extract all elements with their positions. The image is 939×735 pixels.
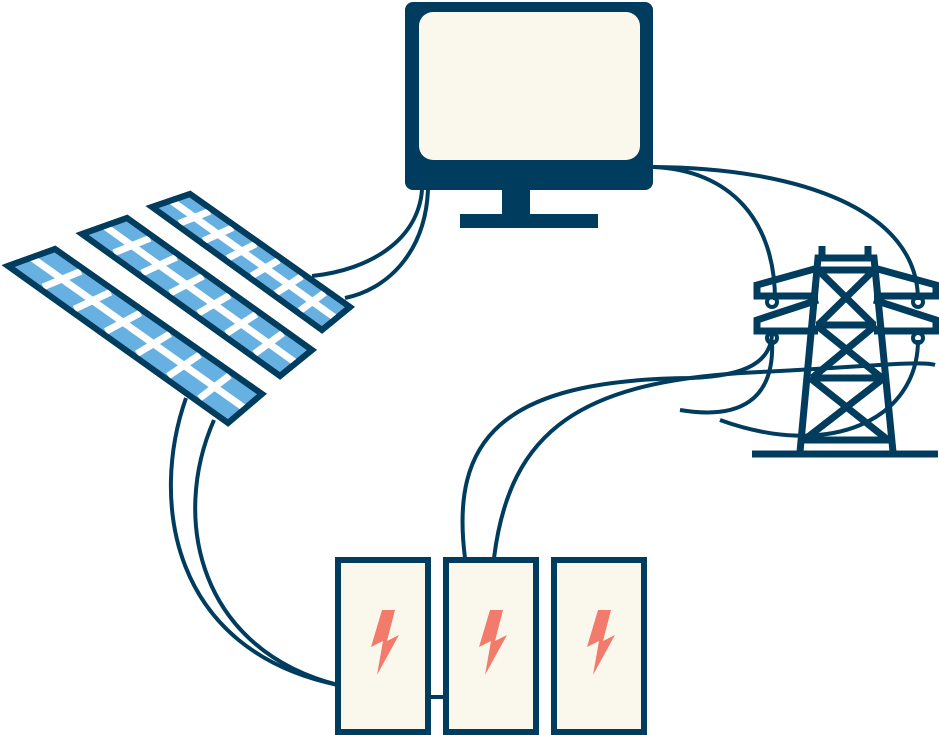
- wire-monitor-to-tower: [652, 165, 777, 301]
- transmission-tower-icon: [752, 246, 939, 458]
- battery-icon: [443, 557, 539, 735]
- panel-grid-line: [168, 197, 339, 322]
- solar-panel: [1, 245, 267, 427]
- battery-icon: [335, 557, 431, 735]
- panel-grid-line: [196, 292, 232, 317]
- monitor-neck: [502, 190, 530, 216]
- panel-grid-line: [168, 273, 205, 297]
- wire-battery-to-tower: [460, 334, 774, 559]
- panel-grid-line: [166, 351, 202, 379]
- wire-monitor-to-panel: [344, 189, 430, 300]
- panel-grid-line: [249, 257, 281, 279]
- panel-grid-line: [225, 240, 258, 262]
- panel-grid-line: [72, 288, 113, 313]
- panel-grid-line: [197, 372, 232, 402]
- panel-grid-line: [135, 330, 172, 357]
- panel-grid-line: [297, 289, 327, 314]
- wire-panel-to-battery: [169, 397, 339, 687]
- panel-grid-line: [224, 311, 259, 337]
- battery-icon: [551, 557, 647, 735]
- solar-panels: [1, 190, 355, 427]
- monitor-icon: [405, 2, 653, 228]
- solar-panel: [75, 214, 317, 380]
- wire-monitor-to-tower: [652, 165, 920, 301]
- wire-monitor-to-panel: [311, 189, 424, 278]
- panel-grid-line: [102, 223, 299, 366]
- monitor-screen: [419, 12, 640, 160]
- lightning-bolt-icon: [479, 610, 507, 675]
- panel-grid-line: [273, 273, 304, 297]
- panel-grid-line: [252, 330, 285, 357]
- panel-grid-line: [41, 267, 83, 291]
- lightning-bolt-icon: [587, 610, 615, 675]
- wire-battery-to-tower: [492, 361, 936, 559]
- monitor-base: [460, 214, 598, 228]
- wire-tower-loop: [679, 339, 775, 415]
- wire-tower-loop: [719, 339, 920, 438]
- batteries: [335, 557, 647, 735]
- wires: [169, 165, 936, 699]
- wire-panel-to-battery: [193, 419, 339, 687]
- panel-grid-line: [103, 309, 143, 335]
- panel-grid-line: [177, 208, 212, 227]
- panel-grid-line: [29, 254, 248, 412]
- lightning-bolt-icon: [371, 610, 399, 675]
- panel-grid-line: [112, 235, 152, 257]
- panel-grid-line: [140, 254, 179, 277]
- solar-panel: [145, 190, 355, 334]
- panel-grid-line: [201, 224, 235, 245]
